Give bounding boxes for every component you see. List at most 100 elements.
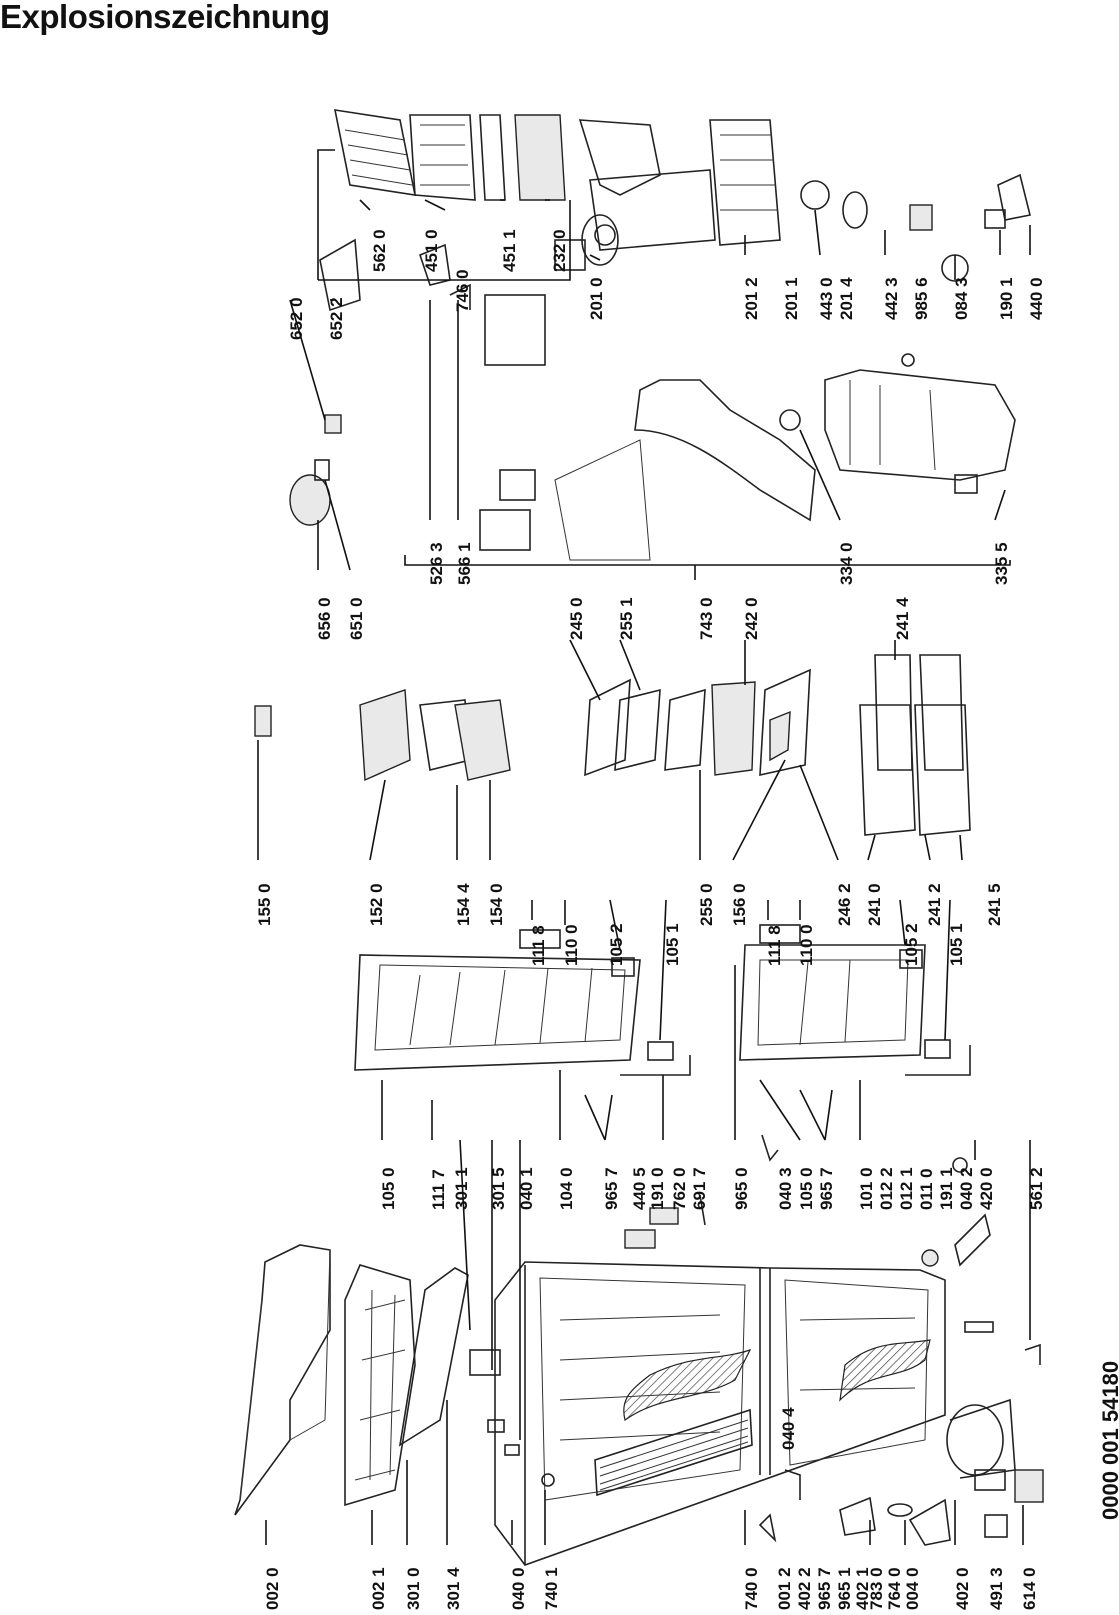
part-label-111-8: 111 8 bbox=[529, 925, 548, 966]
part-label-965-1: 965 1 bbox=[835, 1567, 854, 1610]
part-label-652-0: 652 0 bbox=[287, 297, 306, 340]
part-label-156-0: 156 0 bbox=[730, 883, 749, 926]
part-label-652-2: 652 2 bbox=[327, 297, 346, 340]
part-label-965-7: 965 7 bbox=[815, 1567, 834, 1610]
part-label-241-4: 241 4 bbox=[893, 597, 912, 640]
part-label-105-1: 105 1 bbox=[947, 923, 966, 966]
part-label-105-0: 105 0 bbox=[797, 1167, 816, 1210]
part-label-783-0: 783 0 bbox=[867, 1567, 886, 1610]
part-label-245-0: 245 0 bbox=[567, 597, 586, 640]
part-label-334-0: 334 0 bbox=[837, 542, 856, 585]
part-label-440-5: 440 5 bbox=[630, 1167, 649, 1210]
part-control-housing bbox=[479, 224, 816, 561]
part-label-440-0: 440 0 bbox=[1027, 277, 1046, 320]
part-label-191-0: 191 0 bbox=[648, 1167, 667, 1210]
part-label-985-6: 985 6 bbox=[912, 277, 931, 320]
part-door-shelf-152 bbox=[359, 689, 411, 782]
part-label-562-0: 562 0 bbox=[370, 229, 389, 272]
leader-lines bbox=[257, 149, 1031, 1545]
part-label-101-0: 101 0 bbox=[857, 1167, 876, 1210]
part-label-002-1: 002 1 bbox=[369, 1567, 388, 1610]
part-label-656-0: 656 0 bbox=[315, 597, 334, 640]
parts-drawing bbox=[234, 109, 1044, 1566]
part-label-012-2: 012 2 bbox=[877, 1167, 896, 1210]
part-label-965-7: 965 7 bbox=[817, 1167, 836, 1210]
part-label-104-0: 104 0 bbox=[557, 1167, 576, 1210]
part-label-491-3: 491 3 bbox=[987, 1567, 1006, 1610]
part-label-011-0: 011 0 bbox=[917, 1168, 936, 1210]
part-label-526-3: 526 3 bbox=[427, 542, 446, 585]
part-label-241-2: 241 2 bbox=[925, 883, 944, 926]
part-label-201-2: 201 2 bbox=[742, 277, 761, 320]
part-label-105-1: 105 1 bbox=[663, 923, 682, 966]
part-label-301-1: 301 1 bbox=[452, 1167, 471, 1210]
part-control-strip bbox=[398, 1267, 469, 1447]
part-label-152-0: 152 0 bbox=[367, 883, 386, 926]
part-top-frame bbox=[344, 1264, 416, 1507]
part-label-965-7: 965 7 bbox=[602, 1167, 621, 1210]
part-label-255-1: 255 1 bbox=[617, 597, 636, 640]
page-title: Explosionszeichnung bbox=[0, 0, 330, 35]
part-label-190-1: 190 1 bbox=[997, 277, 1016, 320]
part-label-191-1: 191 1 bbox=[937, 1167, 956, 1210]
part-label-443-0: 443 0 bbox=[817, 277, 836, 320]
part-label-155-0: 155 0 bbox=[255, 883, 274, 926]
part-label-110-0: 110 0 bbox=[562, 924, 581, 966]
part-label-561-2: 561 2 bbox=[1027, 1167, 1046, 1210]
part-label-040-0: 040 0 bbox=[509, 1567, 528, 1610]
part-label-201-4: 201 4 bbox=[837, 277, 856, 320]
part-label-111-8: 111 8 bbox=[765, 925, 784, 966]
part-label-004-0: 004 0 bbox=[903, 1567, 922, 1610]
part-label-420-0: 420 0 bbox=[977, 1167, 996, 1210]
part-label-740-1: 740 1 bbox=[542, 1567, 561, 1610]
part-label-040-3: 040 3 bbox=[776, 1167, 795, 1210]
part-cabinet bbox=[494, 1261, 946, 1566]
part-label-402-0: 402 0 bbox=[953, 1567, 972, 1610]
part-label-012-1: 012 1 bbox=[897, 1167, 916, 1210]
part-fan-duct bbox=[578, 119, 781, 266]
part-label-965-0: 965 0 bbox=[732, 1167, 751, 1210]
part-label-301-4: 301 4 bbox=[444, 1567, 463, 1610]
part-label-614-0: 614 0 bbox=[1020, 1567, 1039, 1610]
part-label-442-3: 442 3 bbox=[882, 277, 901, 320]
part-label-402-1: 402 1 bbox=[853, 1567, 872, 1610]
part-label-154-0: 154 0 bbox=[487, 883, 506, 926]
part-label-764-0: 764 0 bbox=[885, 1567, 904, 1610]
part-label-402-2: 402 2 bbox=[795, 1567, 814, 1610]
part-label-691-7: 691 7 bbox=[690, 1167, 709, 1210]
part-label-255-0: 255 0 bbox=[697, 883, 716, 926]
part-label-105-2: 105 2 bbox=[607, 923, 626, 966]
part-label-105-0: 105 0 bbox=[379, 1167, 398, 1210]
part-compressor bbox=[946, 1398, 1016, 1491]
part-label-242-0: 242 0 bbox=[742, 597, 761, 640]
document-number: 0000 001 54180 bbox=[1098, 1360, 1119, 1520]
part-label-566-1: 566 1 bbox=[455, 542, 474, 585]
part-label-241-5: 241 5 bbox=[985, 883, 1004, 926]
part-label-001-2: 001 2 bbox=[775, 1567, 794, 1610]
part-top-cover bbox=[234, 1244, 331, 1516]
part-label-451-0: 451 0 bbox=[422, 229, 441, 272]
part-label-040-1: 040 1 bbox=[517, 1167, 536, 1210]
part-label-762-0: 762 0 bbox=[670, 1167, 689, 1210]
part-label-451-1: 451 1 bbox=[500, 229, 519, 272]
part-label-746-0: 746 0 bbox=[453, 269, 472, 312]
part-label-105-2: 105 2 bbox=[902, 923, 921, 966]
part-lower-door bbox=[739, 944, 926, 1061]
part-label-002-0: 002 0 bbox=[263, 1567, 282, 1610]
part-label-110-0: 110 0 bbox=[797, 924, 816, 966]
part-label-241-0: 241 0 bbox=[865, 883, 884, 926]
part-label-301-5: 301 5 bbox=[489, 1167, 508, 1210]
part-label-040-4: 040 4 bbox=[779, 1407, 798, 1450]
part-condenser bbox=[594, 1408, 753, 1497]
part-label-246-2: 246 2 bbox=[835, 883, 854, 926]
part-label-040-2: 040 2 bbox=[957, 1167, 976, 1210]
part-label-740-0: 740 0 bbox=[742, 1567, 761, 1610]
part-label-201-0: 201 0 bbox=[587, 277, 606, 320]
part-label-232-0: 232 0 bbox=[550, 229, 569, 272]
part-label-651-0: 651 0 bbox=[347, 597, 366, 640]
part-label-743-0: 743 0 bbox=[697, 597, 716, 640]
part-upper-door bbox=[354, 954, 641, 1071]
